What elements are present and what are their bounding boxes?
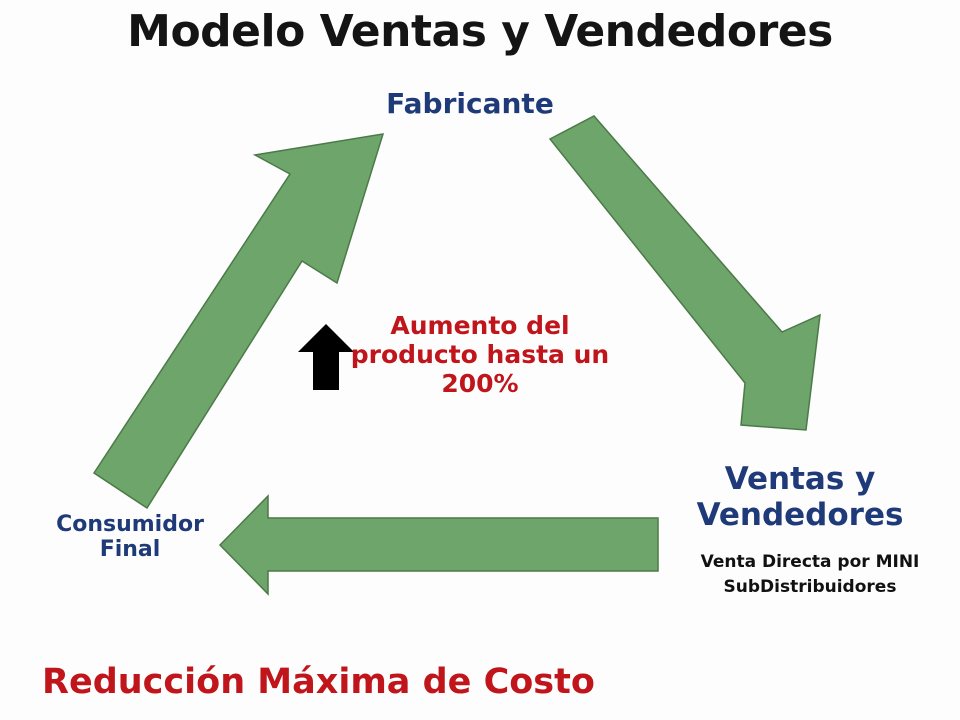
footer-note: Reducción Máxima de Costo <box>42 662 595 702</box>
center-note: Aumento del producto hasta un 200% <box>350 311 610 398</box>
arrow-sales-to-consumer <box>218 494 659 596</box>
node-consumer: Consumidor Final <box>56 512 204 563</box>
arrow-manufacturer-to-sales <box>548 115 821 431</box>
arrow-consumer-to-manufacturer <box>92 133 385 510</box>
diagram-title: Modelo Ventas y Vendedores <box>127 6 833 57</box>
node-sales-subtitle: Venta Directa por MINI SubDistribuidores <box>700 552 920 597</box>
node-manufacturer: Fabricante <box>386 87 554 120</box>
black-up-arrow-icon <box>298 324 354 390</box>
node-sales: Ventas y Vendedores <box>696 461 904 533</box>
